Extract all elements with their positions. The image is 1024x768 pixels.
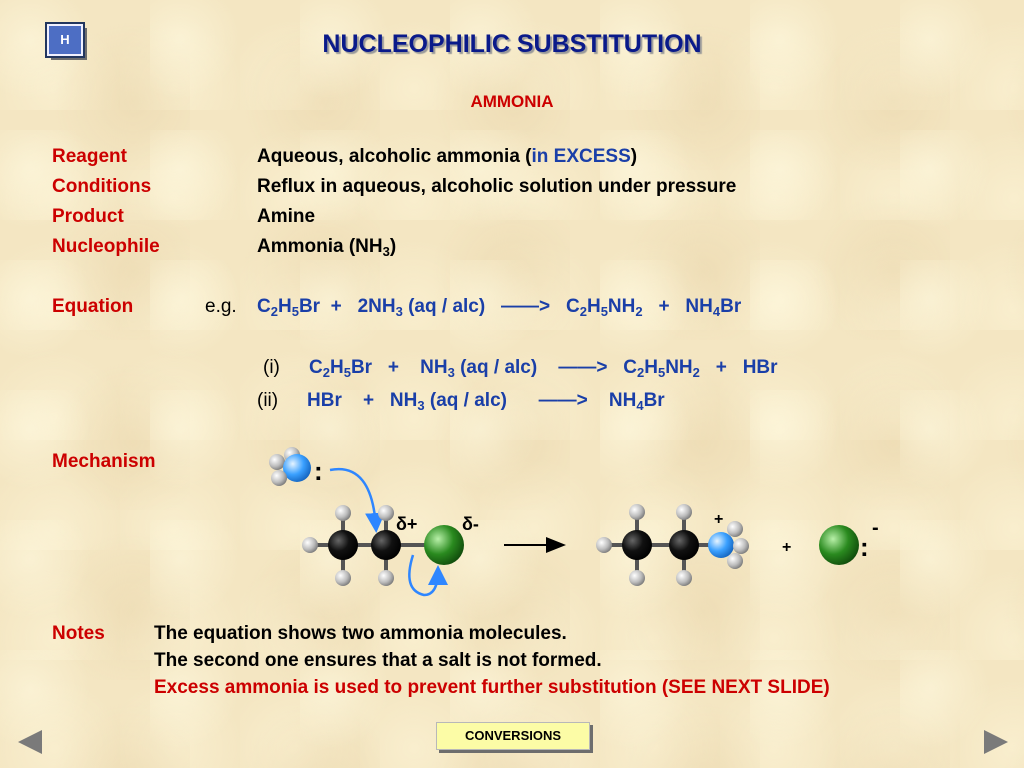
equation-step2: HBr + NH3 (aq / alc) ——> NH4Br xyxy=(307,390,665,413)
product-label: Product xyxy=(52,206,124,227)
hydrogen-atom xyxy=(302,537,318,553)
negative-charge: - xyxy=(872,517,879,539)
reagent-excess-highlight: in EXCESS xyxy=(531,146,631,167)
hydrogen-atom xyxy=(271,470,287,486)
equation-step1: C2H5Br + NH3 (aq / alc) ——> C2H5NH2 + HB… xyxy=(309,357,778,380)
hydrogen-atom xyxy=(733,538,749,554)
bromide-lone-pair: : xyxy=(860,532,869,562)
hydrogen-atom xyxy=(335,570,351,586)
delta-plus-label: δ+ xyxy=(396,514,417,534)
curly-arrow-leaving xyxy=(408,554,448,597)
note-line-1: The equation shows two ammonia molecules… xyxy=(154,623,567,644)
carbon-atom xyxy=(669,530,699,560)
hydrogen-atom xyxy=(378,505,394,521)
hydrogen-atom xyxy=(596,537,612,553)
product-value: Amine xyxy=(257,206,316,227)
mechanism-label: Mechanism xyxy=(52,451,156,472)
home-button[interactable]: H xyxy=(45,22,85,58)
carbon-atom xyxy=(622,530,652,560)
notes-label: Notes xyxy=(52,623,105,644)
curly-arrow-attack xyxy=(329,467,386,533)
hydrogen-atom xyxy=(727,553,743,569)
nitrogen-atom xyxy=(283,454,311,482)
reagent-value: Aqueous, alcoholic ammonia (in EXCESS) xyxy=(257,146,638,167)
nucleophile-label: Nucleophile xyxy=(52,236,160,257)
positive-charge: + xyxy=(714,511,723,528)
ethylammonium-ion xyxy=(596,504,749,586)
eg-label: e.g. xyxy=(205,296,237,317)
hydrogen-atom xyxy=(676,504,692,520)
bromine-atom xyxy=(424,525,464,565)
step2-tag: (ii) xyxy=(257,390,279,411)
nucleophile-value: Ammonia (NH3) xyxy=(257,236,397,259)
page-subtitle: AMMONIA xyxy=(470,92,554,111)
conditions-value: Reflux in aqueous, alcoholic solution un… xyxy=(257,176,737,197)
carbon-atom xyxy=(371,530,401,560)
previous-slide-icon[interactable] xyxy=(18,730,42,754)
equation-label: Equation xyxy=(52,296,134,317)
carbon-atom xyxy=(328,530,358,560)
step1-tag: (i) xyxy=(263,357,280,378)
page-title: NUCLEOPHILIC SUBSTITUTION xyxy=(322,30,702,58)
note-line-3: Excess ammonia is used to prevent furthe… xyxy=(154,677,830,698)
hydrogen-atom xyxy=(676,570,692,586)
hydrogen-atom xyxy=(629,504,645,520)
conversions-button[interactable]: CONVERSIONS xyxy=(436,722,590,750)
lone-pair: : xyxy=(314,456,323,486)
delta-minus-label: δ- xyxy=(462,514,479,534)
bromoethane-molecule xyxy=(302,505,464,586)
conditions-label: Conditions xyxy=(52,176,152,197)
hydrogen-atom xyxy=(378,570,394,586)
hydrogen-atom xyxy=(727,521,743,537)
ammonia-molecule xyxy=(269,447,311,486)
next-slide-icon[interactable] xyxy=(984,730,1008,754)
reagent-label: Reagent xyxy=(52,146,127,167)
bromide-ion xyxy=(819,525,859,565)
note-line-2: The second one ensures that a salt is no… xyxy=(154,650,602,671)
hydrogen-atom xyxy=(629,570,645,586)
hydrogen-atom xyxy=(269,454,285,470)
equation-main: C2H5Br + 2NH3 (aq / alc) ——> C2H5NH2 + N… xyxy=(257,296,742,319)
nitrogen-atom xyxy=(708,532,734,558)
plus-sign: + xyxy=(782,539,791,556)
hydrogen-atom xyxy=(335,505,351,521)
